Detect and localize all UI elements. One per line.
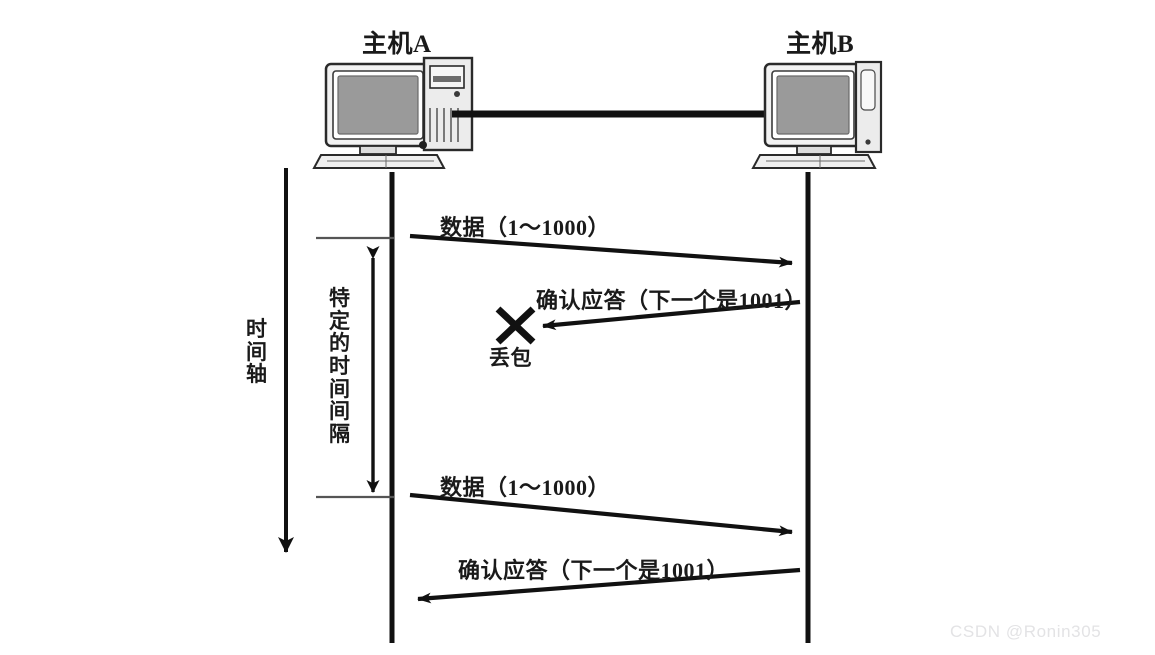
message-arrow-data-1 (409, 233, 793, 268)
csdn-watermark: CSDN @Ronin305 (950, 622, 1102, 641)
host-a-label: 主机A (362, 31, 432, 58)
host-b-label: 主机B (786, 31, 855, 58)
host-b-computer-icon (751, 60, 883, 169)
message-arrow-ack-2 (417, 567, 801, 604)
packet-loss-x-icon (495, 306, 536, 345)
packet-loss-label: 丢包 (489, 346, 532, 370)
message-label-data-2: 数据（1～1000） (440, 475, 611, 500)
message-arrow-ack-1 (542, 299, 801, 331)
message-arrow-data-2 (409, 492, 793, 537)
time-interval-label: 特定的时间间隔 (329, 286, 351, 447)
message-label-ack-2: 确认应答（下一个是1001） (458, 558, 730, 583)
message-label-data-1: 数据（1～1000） (440, 215, 611, 240)
message-label-ack-1: 确认应答（下一个是1001） (536, 288, 808, 313)
timeline-axis-label: 时间轴 (246, 317, 268, 387)
host-a-computer-icon (312, 56, 474, 169)
